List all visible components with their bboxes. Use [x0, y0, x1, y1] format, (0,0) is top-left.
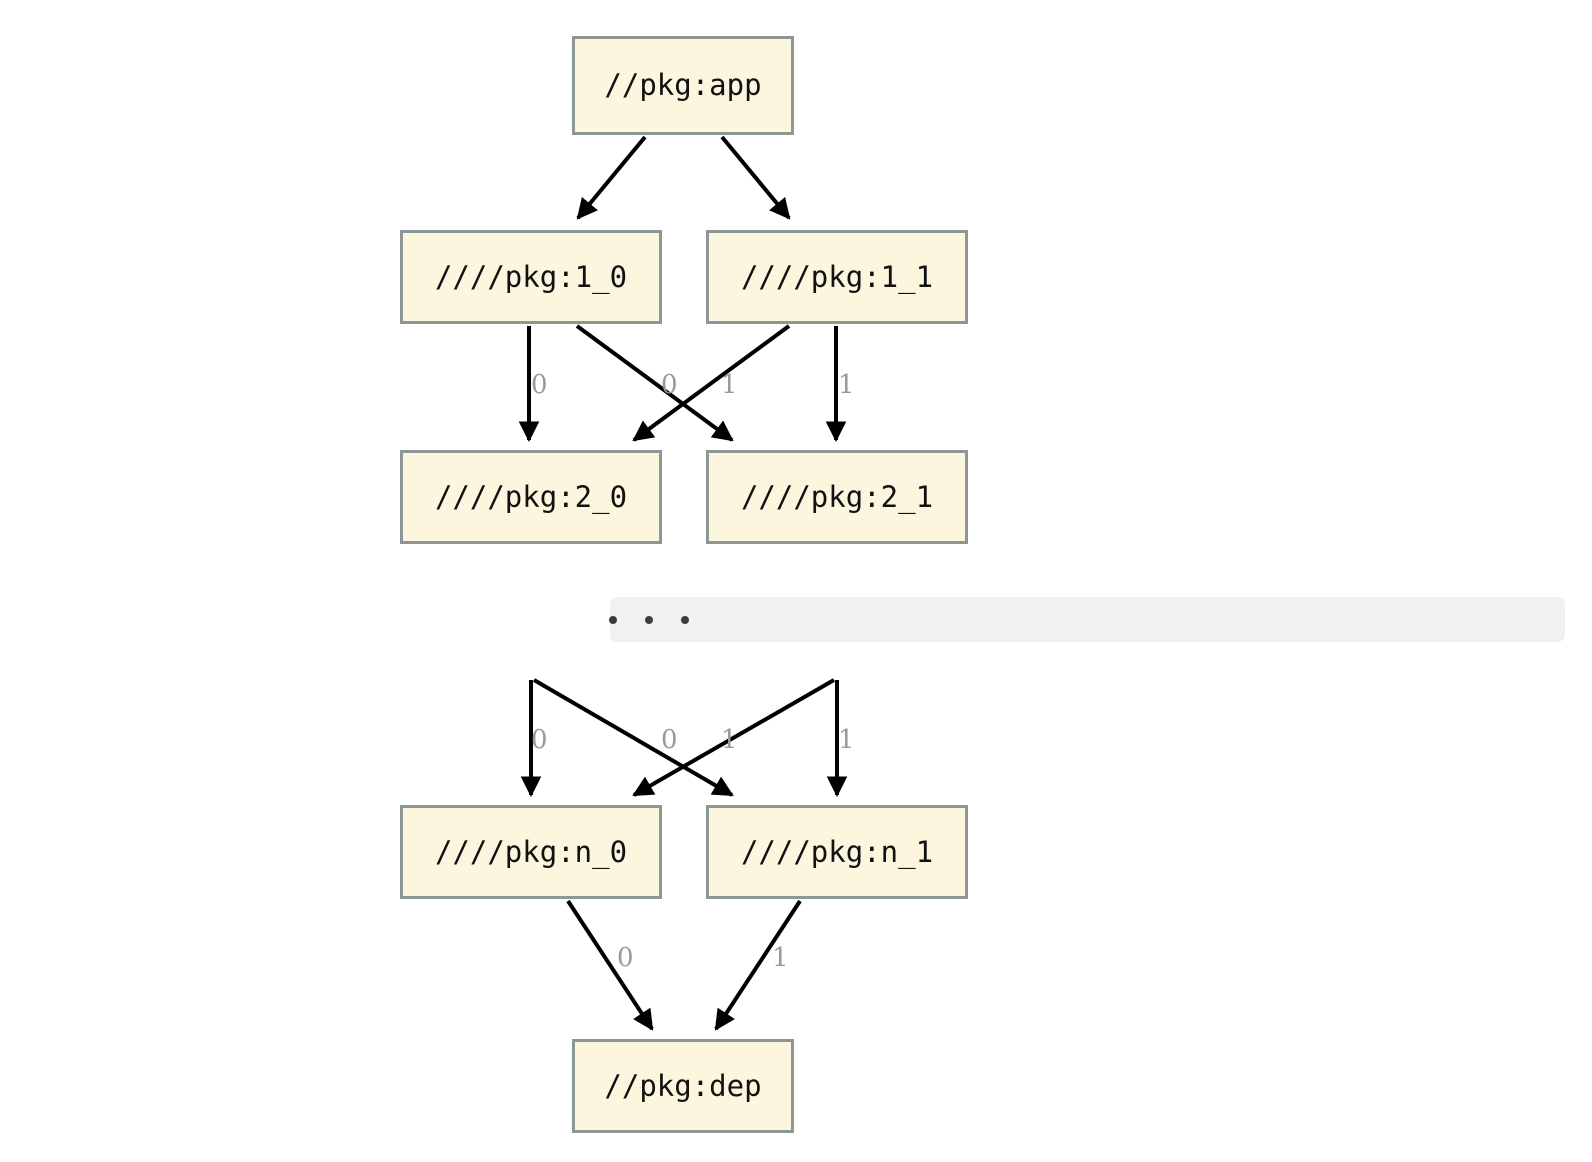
edge-label-above-n_1-cross: 0: [661, 725, 678, 755]
node-label: //pkg:app: [604, 68, 762, 102]
node-pkg-1-1[interactable]: ////pkg:1_1: [706, 230, 968, 324]
node-label: ////pkg:1_0: [434, 259, 628, 294]
edge-label-n_1-dep: 1: [772, 943, 789, 973]
node-label: ////pkg:n_0: [434, 834, 628, 869]
node-pkg-1-0[interactable]: ////pkg:1_0: [400, 230, 662, 324]
edge-label-above-n_1: 1: [838, 725, 855, 755]
ellipsis-band: [610, 597, 1565, 642]
node-pkg-n-0[interactable]: ////pkg:n_0: [400, 805, 662, 899]
edge-1_1-to-2_0: [632, 324, 791, 442]
ellipsis-dots-icon: [609, 616, 689, 624]
edge-1_0-to-2_1: [575, 324, 734, 442]
edge-label-n_0-dep: 0: [617, 943, 634, 973]
ellipsis-dot: [681, 616, 689, 624]
node-label: ////pkg:n_1: [740, 834, 934, 869]
edge-label-1_1-2_1: 1: [838, 370, 855, 400]
node-label: //pkg:dep: [604, 1068, 762, 1103]
edge-app-to-1_1: [720, 135, 791, 220]
node-label: ////pkg:1_1: [740, 259, 934, 294]
edge-n_0-to-dep: [566, 899, 654, 1031]
edge-label-1_0-2_0: 0: [531, 370, 548, 400]
edge-above-to-n_1-cross: [532, 678, 734, 797]
node-pkg-2-0[interactable]: ////pkg:2_0: [400, 450, 662, 544]
edge-app-to-1_0: [576, 135, 647, 220]
edge-label-above-n_0-cross: 1: [721, 725, 738, 755]
edge-label-1_1-2_0: 1: [721, 370, 738, 400]
ellipsis-dot: [609, 616, 617, 624]
node-label: ////pkg:2_1: [740, 479, 934, 514]
node-pkg-app[interactable]: //pkg:app: [572, 36, 794, 135]
node-pkg-2-1[interactable]: ////pkg:2_1: [706, 450, 968, 544]
node-pkg-n-1[interactable]: ////pkg:n_1: [706, 805, 968, 899]
edge-label-1_0-2_1: 0: [661, 370, 678, 400]
edge-label-above-n_0: 0: [531, 725, 548, 755]
node-label: ////pkg:2_0: [434, 479, 628, 514]
edge-above-to-n_0-cross: [632, 678, 835, 797]
ellipsis-dot: [645, 616, 653, 624]
edge-n_1-to-dep: [714, 899, 802, 1031]
node-pkg-dep[interactable]: //pkg:dep: [572, 1039, 794, 1133]
